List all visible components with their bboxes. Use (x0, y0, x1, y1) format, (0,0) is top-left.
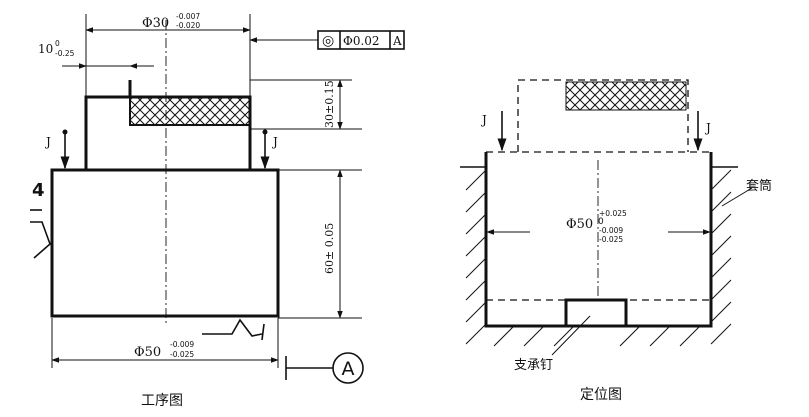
process-drawing: Φ30 -0.007 -0.020 ◎ Φ0.02 A 10 0 -0.25 3… (30, 12, 405, 409)
datum-label: A (342, 358, 355, 380)
locator-symbol-bottom-tick (261, 323, 265, 341)
dim-height-60: 60± 0.05 (323, 223, 336, 274)
clamp-right-pivot-icon (262, 129, 268, 135)
support-pin (564, 298, 628, 328)
gdt-concentricity-icon: ◎ (322, 33, 334, 49)
dim-phi50-upper: -0.009 (170, 340, 194, 349)
sleeve-label: 套筒 (746, 178, 772, 194)
clamp-left-label: J (44, 135, 51, 149)
gdt-tolerance: Φ0.02 (343, 34, 380, 48)
clamp-right-right-label: J (704, 121, 711, 135)
dim-phi30-upper: -0.007 (176, 12, 200, 21)
dim-height-30: 30±0.15 (323, 80, 336, 128)
dim-phi50-base: Φ50 (134, 345, 161, 360)
locating-drawing-caption: 定位图 (580, 387, 622, 403)
dim-right-upper: +0.025 (599, 209, 627, 218)
pin-leader (551, 315, 591, 356)
process-drawing-caption: 工序图 (141, 393, 183, 409)
machined-region-hatch-right (565, 81, 687, 111)
dim-depth-lower: -0.25 (55, 49, 75, 58)
clamp-right-left-label: J (480, 113, 487, 127)
sleeve-leader (721, 187, 753, 207)
dim-right-zero: 0 (598, 217, 604, 227)
dim-right-lower1: -0.009 (599, 226, 623, 235)
gdt-frame: ◎ Φ0.02 A (317, 30, 405, 50)
machined-region-hatch (129, 96, 251, 126)
dim-right-lower2: -0.025 (599, 235, 623, 244)
locator-mark: 4 (32, 180, 45, 201)
datum-circle (332, 352, 364, 384)
workpiece-upper-dash (517, 79, 689, 152)
locator-symbol-bottom-icon (202, 318, 263, 337)
locating-drawing: Φ50 +0.025 0 -0.009 -0.025 J J 套筒 支承钉 定位… (460, 79, 772, 403)
clamp-right-label: J (271, 135, 278, 149)
pin-label: 支承钉 (514, 358, 553, 373)
workpiece-body (50, 168, 280, 318)
dim-right-base: Φ50 (566, 217, 593, 232)
clamp-left-pivot-icon (62, 129, 68, 135)
dim-depth-upper: 0 (55, 39, 60, 48)
dim-depth-base: 10 (38, 42, 53, 56)
dim-phi30-lower: -0.020 (176, 21, 200, 30)
locator-symbol-left-icon (30, 221, 51, 259)
gdt-datum: A (392, 34, 402, 48)
dim-phi50-lower: -0.025 (170, 350, 194, 359)
sleeve-hatch (465, 169, 732, 347)
dim-phi30-base: Φ30 (142, 16, 169, 31)
